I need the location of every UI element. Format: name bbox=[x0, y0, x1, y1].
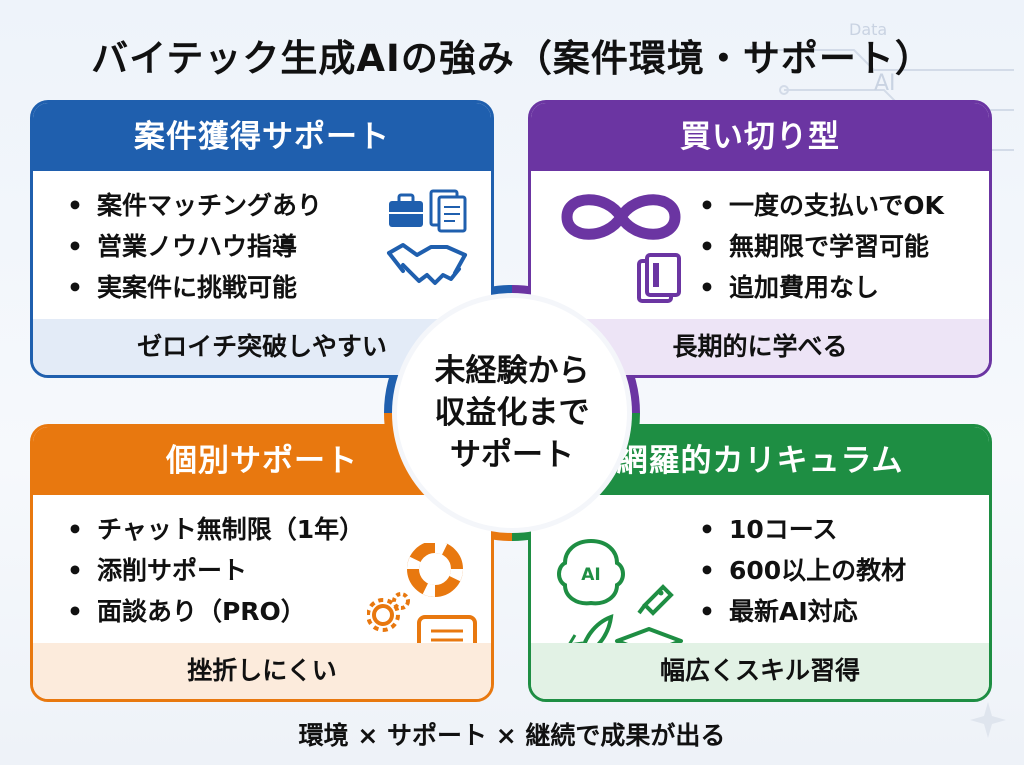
card-list: チャット無制限（1年） 添削サポート 面談あり（PRO） bbox=[67, 509, 364, 632]
footer-tagline: 環境 × サポート × 継続で成果が出る bbox=[298, 721, 726, 750]
card-footer: 挫折しにくい bbox=[33, 643, 491, 699]
card-buyout: 買い切り型 一度の支払いでOK 無期限で学習可能 追加費用なし 長期的に学べる bbox=[528, 100, 992, 378]
briefcase-icon bbox=[389, 193, 423, 227]
center-line: 収益化まで bbox=[434, 395, 590, 431]
lifebuoy-icon bbox=[407, 543, 463, 597]
list-item: 最新AI対応 bbox=[699, 591, 906, 632]
list-item: 600以上の教材 bbox=[699, 550, 906, 591]
card-list: 案件マッチングあり 営業ノウハウ指導 実案件に挑戦可能 bbox=[67, 185, 322, 308]
gears-icon bbox=[367, 592, 410, 632]
card-list: 10コース 600以上の教材 最新AI対応 bbox=[699, 509, 906, 632]
card-footer: 長期的に学べる bbox=[531, 319, 989, 375]
list-item: 案件マッチングあり bbox=[67, 185, 322, 226]
card-project-support: 案件獲得サポート 案件マッチングあり 営業ノウハウ指導 実案件に挑戦可能 ゼロイ… bbox=[30, 100, 494, 378]
card-curriculum: 網羅的カリキュラム 10コース 600以上の教材 最新AI対応 AI 幅広くスキ… bbox=[528, 424, 992, 702]
documents-icon bbox=[429, 189, 467, 233]
list-item: 一度の支払いでOK bbox=[699, 185, 944, 226]
center-circle: 未経験から 収益化まで サポート bbox=[397, 298, 627, 528]
list-item: 無期限で学習可能 bbox=[699, 226, 944, 267]
pen-nib-icon bbox=[637, 584, 674, 616]
card-list: 一度の支払いでOK 無期限で学習可能 追加費用なし bbox=[699, 185, 944, 308]
list-item: 追加費用なし bbox=[699, 267, 944, 308]
ai-brain-icon: AI bbox=[557, 538, 625, 606]
ai-label: AI bbox=[581, 565, 600, 585]
sparkle-icon bbox=[970, 702, 1006, 738]
card-title: 買い切り型 bbox=[531, 103, 989, 171]
list-item: 添削サポート bbox=[67, 550, 364, 591]
list-item: チャット無制限（1年） bbox=[67, 509, 364, 550]
list-item: 10コース bbox=[699, 509, 906, 550]
list-item: 面談あり（PRO） bbox=[67, 591, 364, 632]
infinity-icon bbox=[561, 194, 681, 240]
list-item: 営業ノウハウ指導 bbox=[67, 226, 322, 267]
card-title: 網羅的カリキュラム bbox=[531, 427, 989, 495]
card-title: 案件獲得サポート bbox=[33, 103, 491, 171]
page-title: バイテック生成AIの強み（案件環境・サポート） bbox=[91, 37, 933, 80]
card-footer: 幅広くスキル習得 bbox=[531, 643, 989, 699]
center-line: 未経験から bbox=[434, 353, 590, 389]
center-line: サポート bbox=[450, 437, 574, 473]
list-item: 実案件に挑戦可能 bbox=[67, 267, 322, 308]
handshake-icon bbox=[387, 243, 467, 285]
books-icon bbox=[637, 253, 681, 303]
